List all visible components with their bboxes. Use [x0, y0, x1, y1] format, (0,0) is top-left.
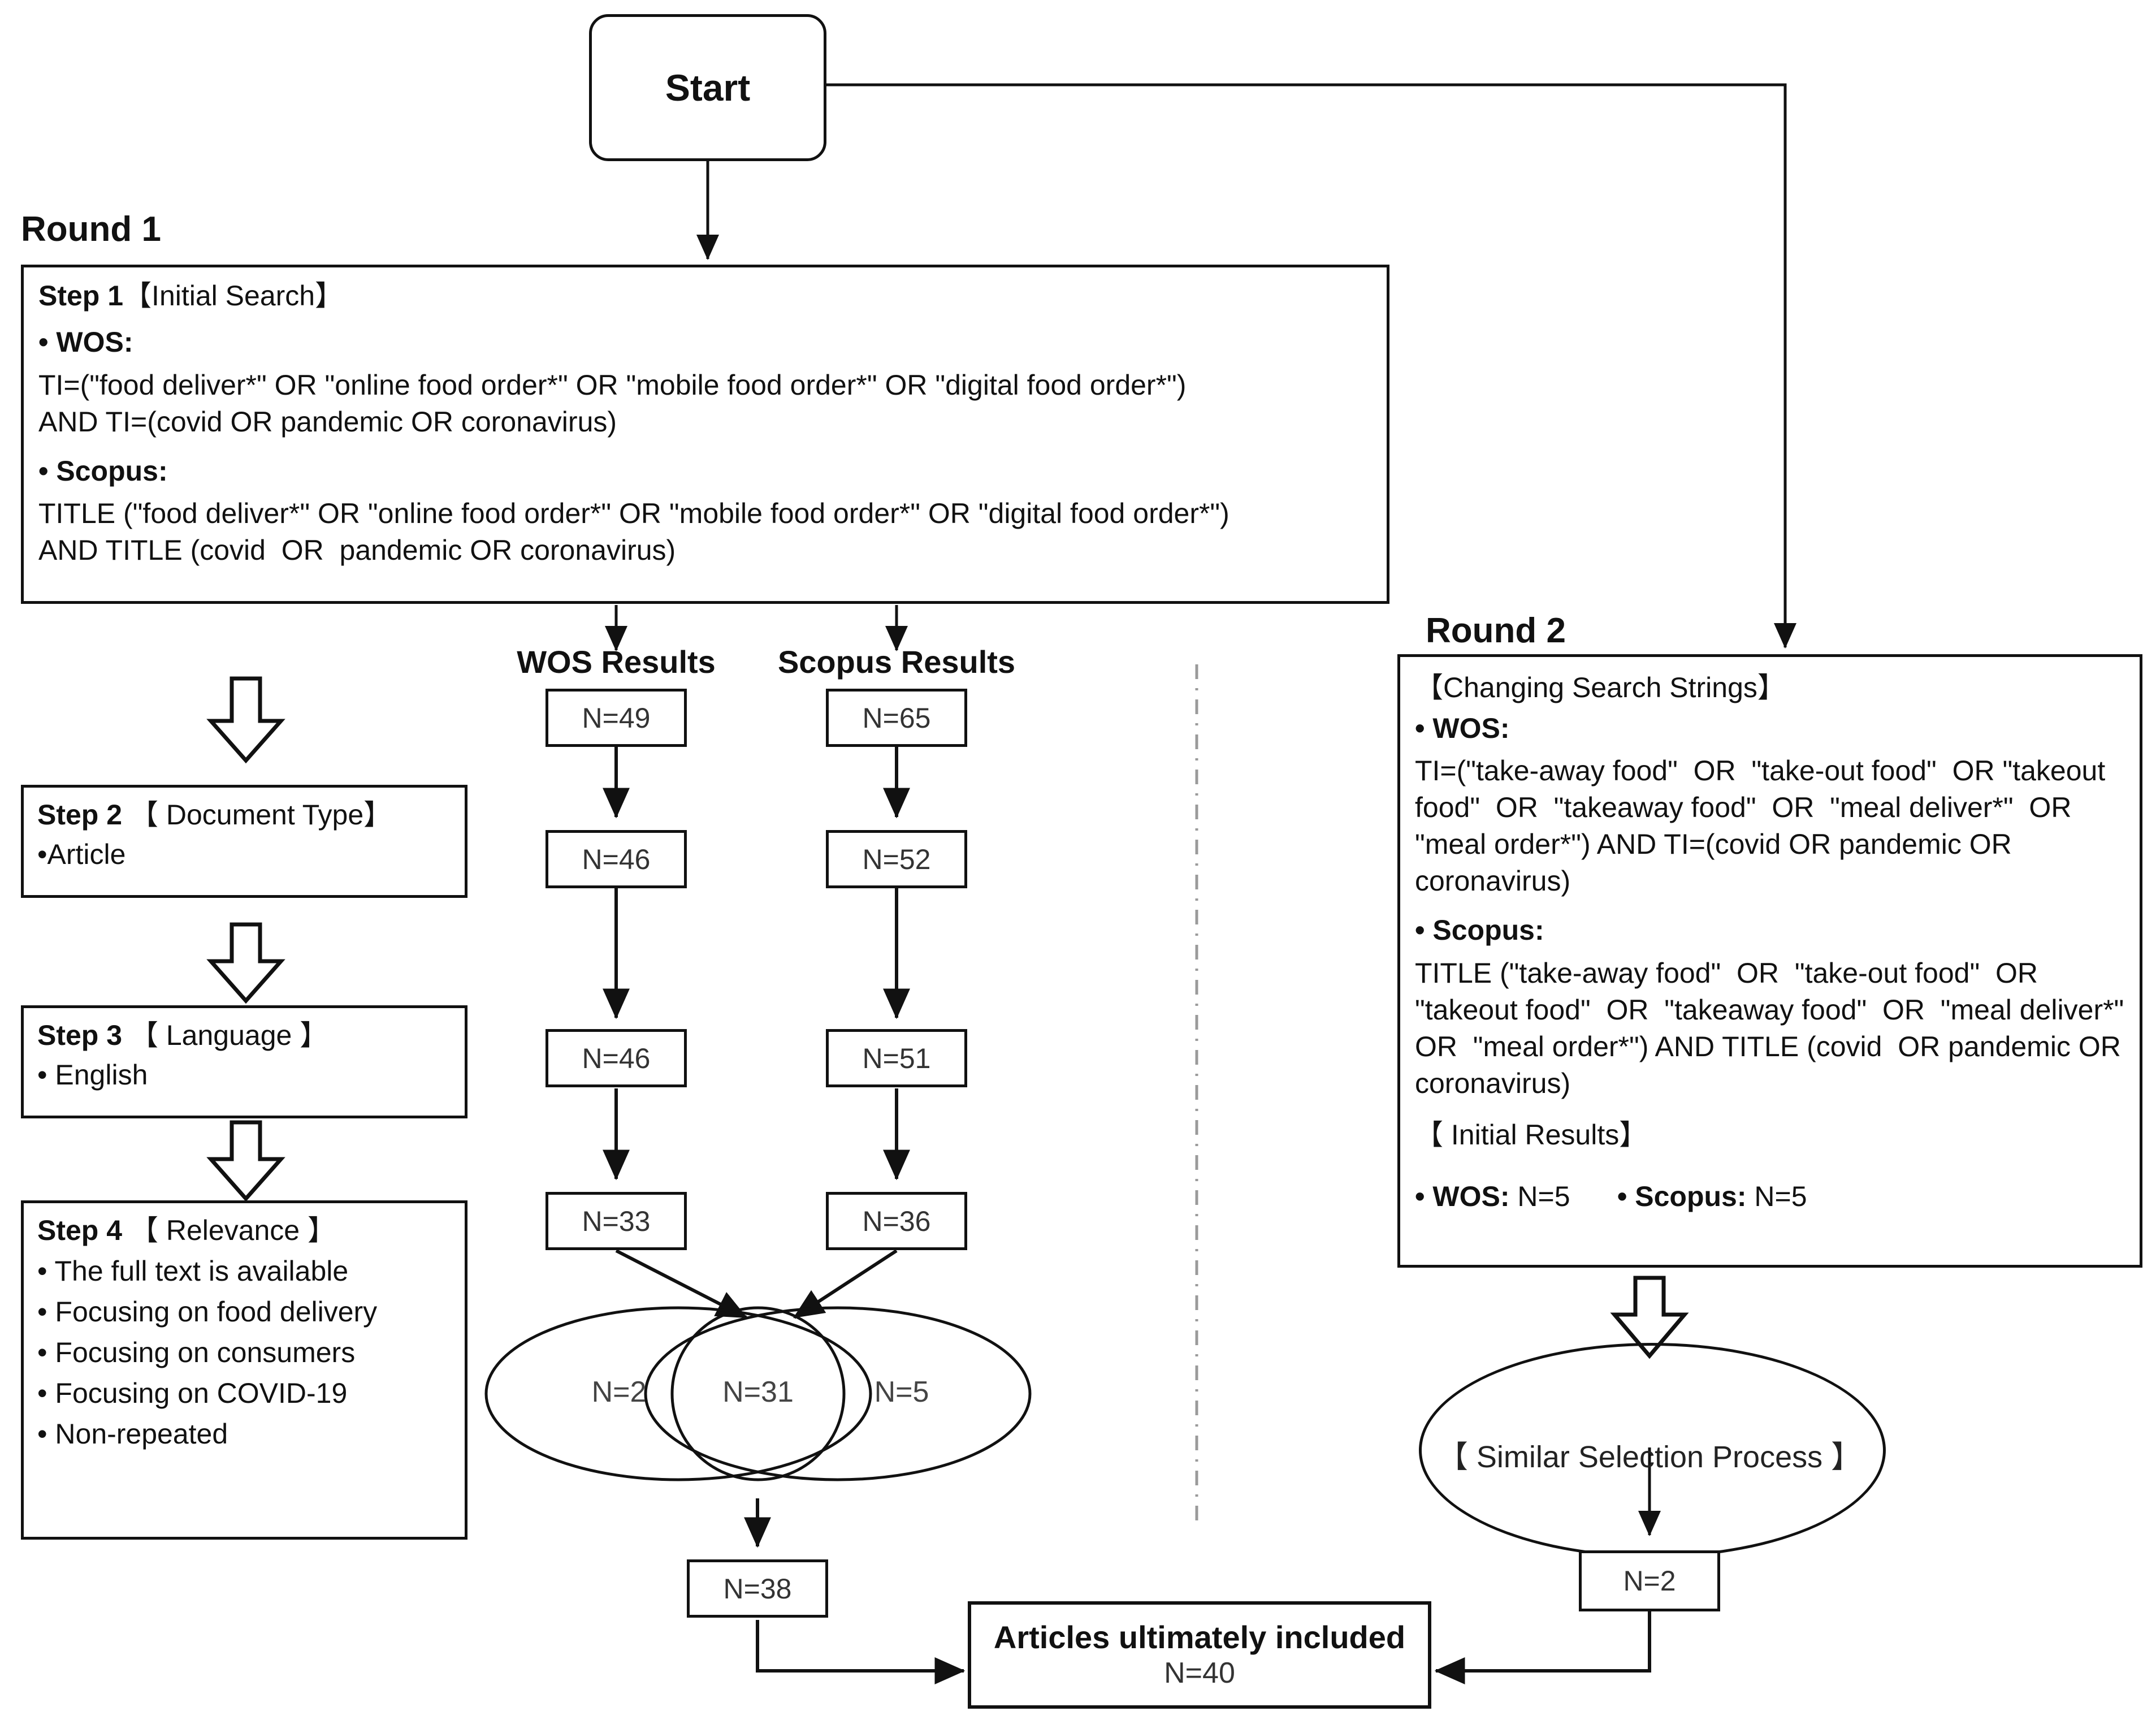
scopus-count-box-3: N=51 [826, 1029, 967, 1087]
wos-count-box-3: N=46 [546, 1029, 687, 1087]
start-node[interactable]: Start [589, 14, 826, 161]
round2-initial-results-row: • WOS: N=5 • Scopus: N=5 [1415, 1179, 2125, 1213]
step1-wos-heading: • WOS: [38, 326, 133, 358]
venn-right-only-label: N=5 [874, 1376, 929, 1408]
step2-title-rest: 【 Document Type】 [129, 799, 392, 831]
step4-relevance-box: Step 4 【 Relevance 】 • The full text is … [21, 1200, 467, 1540]
round2-initial-scopus-value: N=5 [1754, 1181, 1807, 1212]
step3-language-box: Step 3 【 Language 】 • English [21, 1005, 467, 1118]
step2-document-type-box: Step 2 【 Document Type】 •Article [21, 785, 467, 898]
round2-initial-scopus-label: • Scopus: [1617, 1181, 1747, 1212]
step3-title-bold: Step 3 [37, 1019, 123, 1051]
step4-bullet-4: • Non-repeated [37, 1418, 228, 1450]
block-arrow-step1-step2 [206, 676, 285, 764]
scopus-count-box-4: N=36 [826, 1192, 967, 1250]
scopus-results-header: Scopus Results [777, 644, 1016, 680]
final-included-box: Articles ultimately included N=40 [968, 1601, 1431, 1709]
round2-result-box: N=2 [1579, 1550, 1720, 1611]
block-arrow-step3-step4 [206, 1120, 285, 1202]
round2-search-strings-box: 【Changing Search Strings】 • WOS: TI=("ta… [1397, 654, 2142, 1268]
step4-bullet-3: • Focusing on COVID-19 [37, 1377, 348, 1409]
step3-title: Step 3 【 Language 】 [37, 1018, 451, 1052]
round2-wos-heading: • WOS: [1415, 712, 1510, 744]
wos-results-header: WOS Results [517, 644, 716, 680]
venn-left-only-label: N=2 [591, 1376, 647, 1408]
step2-title-bold: Step 2 [37, 799, 123, 831]
step1-scopus-heading: • Scopus: [38, 455, 168, 487]
step3-bullet-0: • English [37, 1059, 148, 1091]
round2-label: Round 2 [1426, 611, 1566, 650]
step4-bullet-1: • Focusing on food delivery [37, 1296, 378, 1328]
round2-wos-query: TI=("take-away food" OR "take-out food" … [1415, 755, 2114, 897]
wos-count-box-1: N=49 [546, 689, 687, 747]
round2-initial-results-title: 【 Initial Results】 [1415, 1118, 1648, 1151]
round2-initial-wos-label: • WOS: [1415, 1181, 1510, 1212]
similar-selection-process-label: 【 Similar Selection Process 】 [1437, 1440, 1862, 1474]
round2-scopus-heading: • Scopus: [1415, 914, 1544, 946]
round1-label: Round 1 [21, 210, 161, 249]
step1-scopus-query: TITLE ("food deliver*" OR "online food o… [38, 498, 1229, 566]
step4-bullet-0: • The full text is available [37, 1255, 349, 1287]
step2-bullet-0: •Article [37, 839, 126, 870]
merged-count-box: N=38 [687, 1559, 828, 1618]
step1-title-rest: 【Initial Search】 [123, 280, 344, 312]
step1-initial-search-box: Step 1【Initial Search】 • WOS: TI=("food … [21, 265, 1389, 604]
wos-count-box-2: N=46 [546, 830, 687, 888]
round2-initial-wos-value: N=5 [1517, 1181, 1570, 1212]
step1-wos-query: TI=("food deliver*" OR "online food orde… [38, 369, 1187, 438]
step4-bullet-2: • Focusing on consumers [37, 1337, 356, 1368]
scopus-count-box-1: N=65 [826, 689, 967, 747]
step1-title: Step 1【Initial Search】 [38, 280, 1372, 312]
final-included-count: N=40 [1164, 1657, 1235, 1689]
step2-title: Step 2 【 Document Type】 [37, 798, 451, 832]
start-label: Start [665, 67, 751, 109]
step4-title: Step 4 【 Relevance 】 [37, 1213, 451, 1247]
step4-title-bold: Step 4 [37, 1215, 123, 1246]
step4-title-rest: 【 Relevance 】 [129, 1215, 336, 1246]
block-arrow-step2-step3 [206, 922, 285, 1004]
final-included-title: Articles ultimately included [993, 1619, 1406, 1655]
round2-scopus-query: TITLE ("take-away food" OR "take-out foo… [1415, 957, 2140, 1099]
venn-overlap-label: N=31 [722, 1376, 794, 1408]
step1-title-bold: Step 1 [38, 280, 124, 312]
wos-count-box-4: N=33 [546, 1192, 687, 1250]
scopus-count-box-2: N=52 [826, 830, 967, 888]
round2-panel-title: 【Changing Search Strings】 [1415, 672, 1786, 703]
step3-title-rest: 【 Language 】 [129, 1019, 328, 1051]
